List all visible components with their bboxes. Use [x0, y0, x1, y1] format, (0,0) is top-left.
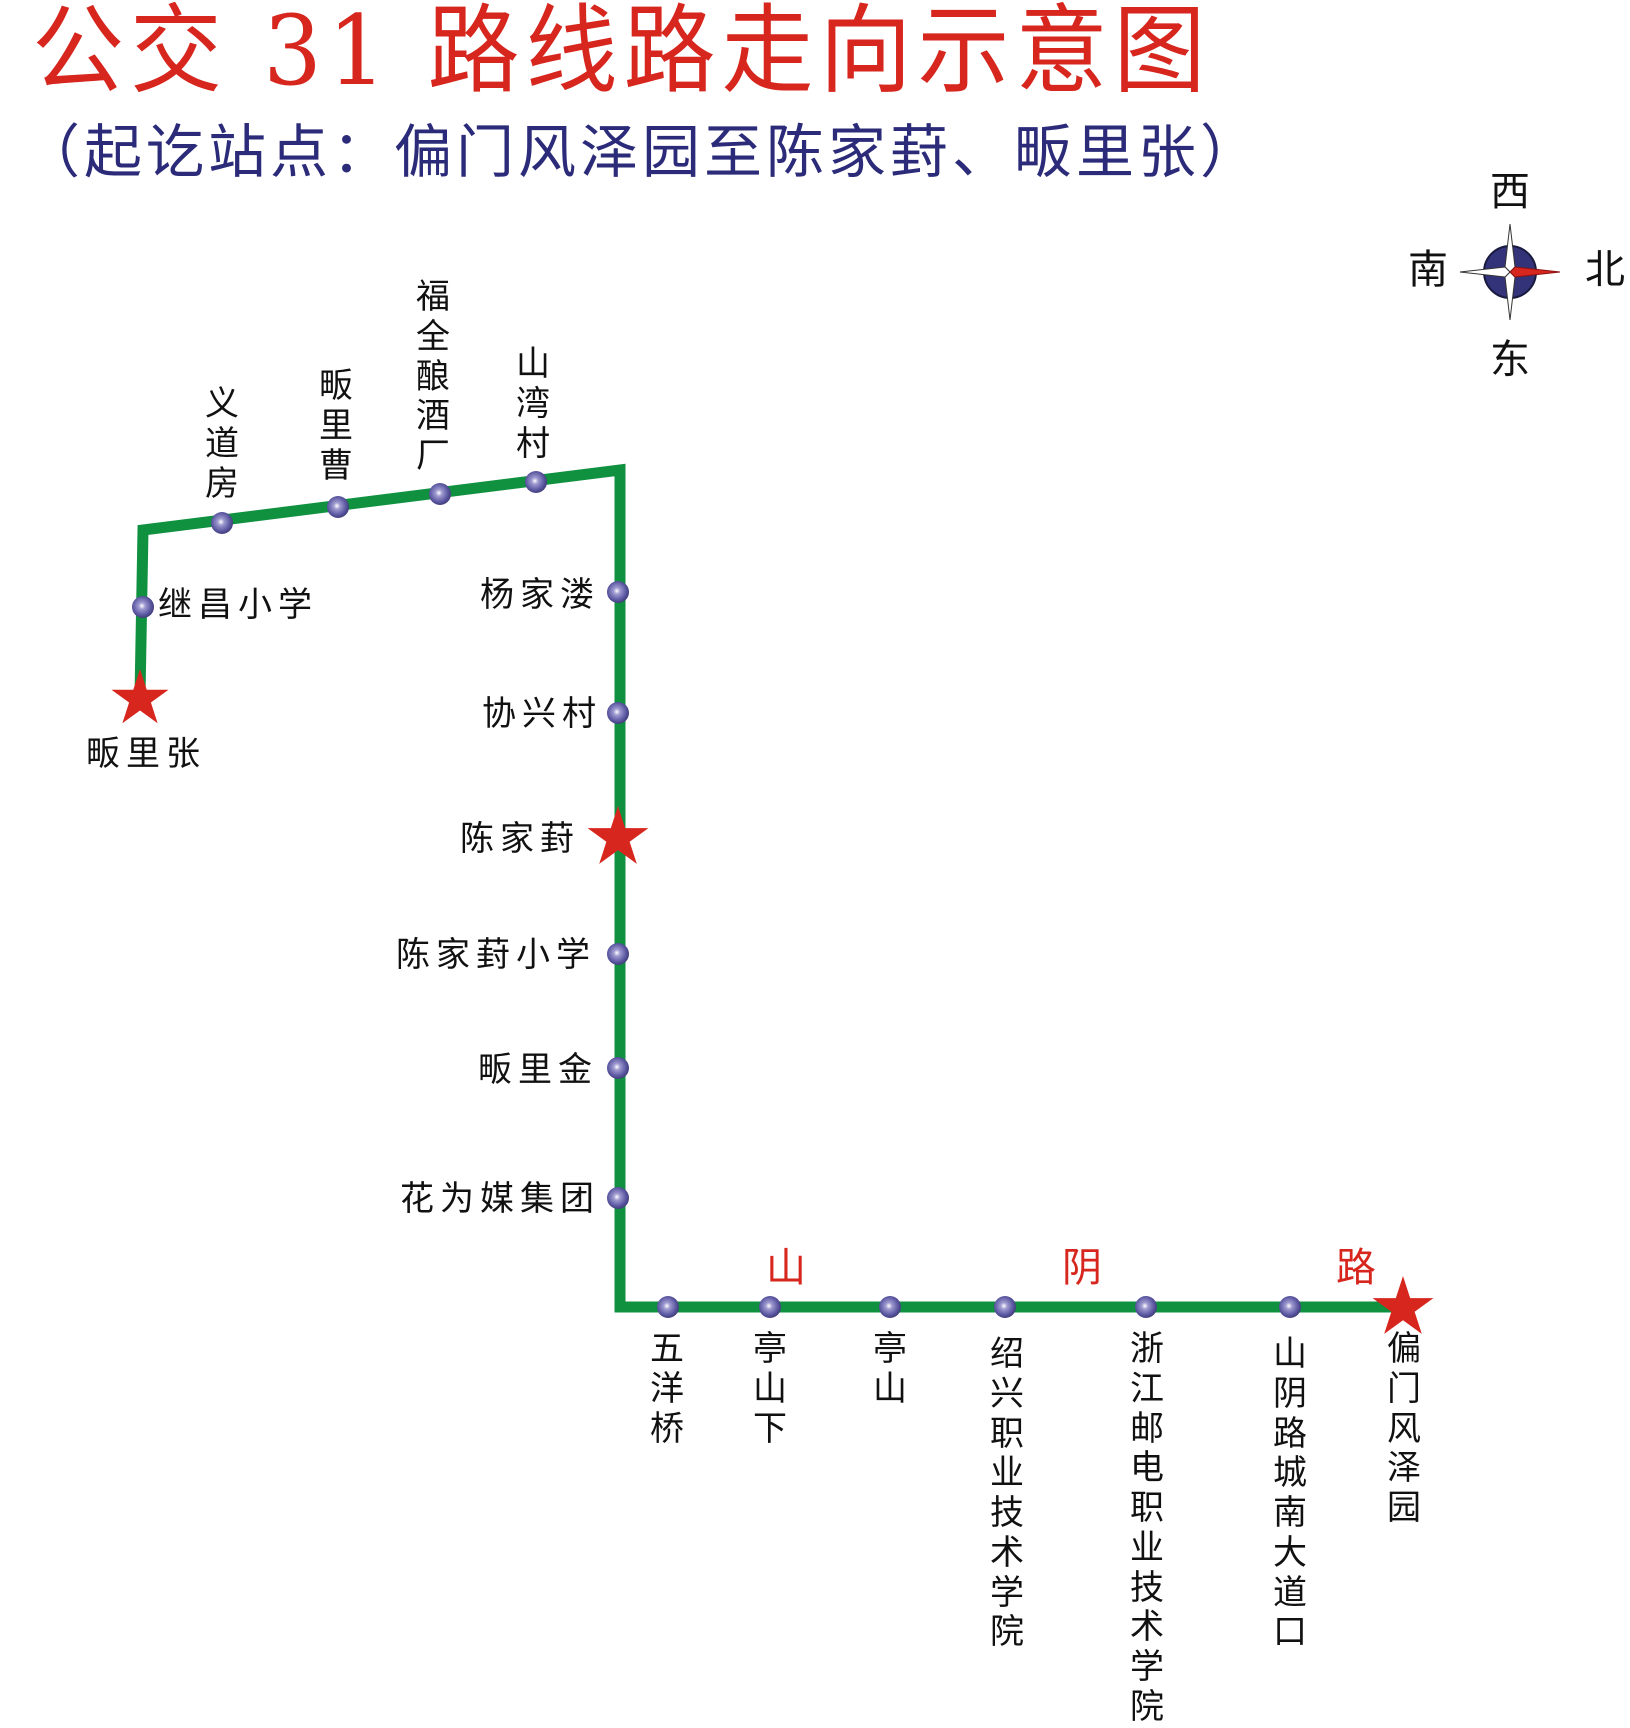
stop-label-fuquan[interactable]: 福全酿酒厂 — [416, 277, 450, 477]
star-icon[interactable] — [111, 669, 169, 724]
stop-dot-chenjiafeng-school[interactable] — [607, 943, 629, 965]
stop-dot-fanlicao[interactable] — [327, 496, 349, 518]
page-subtitle: （起讫站点：偏门风泽园至陈家葑、畈里张） — [22, 118, 1263, 186]
page-title: 公交 31 路线路走向示意图 — [32, 0, 1212, 108]
stop-dot-zhejiang-post[interactable] — [1135, 1296, 1157, 1318]
stop-label-yidaofang[interactable]: 义道房 — [205, 384, 239, 504]
stop-label-chenjiafeng-school[interactable]: 陈家葑小学 — [396, 935, 596, 975]
stop-label-shanyin-chengnan[interactable]: 山阴路城南大道口 — [1273, 1334, 1307, 1653]
compass-rose-icon — [1459, 223, 1561, 321]
stop-label-xiexing[interactable]: 协兴村 — [482, 694, 602, 734]
stop-label-fanlizhang[interactable]: 畈里张 — [86, 734, 206, 774]
star-icon[interactable] — [1372, 1276, 1434, 1334]
route-line — [134, 463, 1400, 1313]
stop-dot-tingshanxia[interactable] — [759, 1296, 781, 1318]
stop-dot-tingshan[interactable] — [879, 1296, 901, 1318]
stop-dot-shanwan[interactable] — [525, 471, 547, 493]
stop-label-tingshanxia[interactable]: 亭山下 — [753, 1329, 787, 1449]
stop-dot-wuyangqiao[interactable] — [657, 1296, 679, 1318]
compass-east-label: 东 — [1490, 337, 1530, 383]
compass-north-label: 北 — [1585, 247, 1625, 293]
stop-dot-yidaofang[interactable] — [211, 512, 233, 534]
stop-label-yangjialou[interactable]: 杨家溇 — [480, 575, 600, 615]
road-name-char: 山 — [766, 1245, 806, 1291]
stop-label-wuyangqiao[interactable]: 五洋桥 — [650, 1329, 684, 1449]
stop-dot-huaweimei[interactable] — [607, 1187, 629, 1209]
stop-label-zhejiang-post[interactable]: 浙江邮电职业技术学院 — [1130, 1329, 1164, 1727]
road-name-char: 阴 — [1062, 1245, 1102, 1291]
stop-label-huaweimei[interactable]: 花为媒集团 — [400, 1179, 600, 1219]
road-name-char: 路 — [1336, 1245, 1376, 1291]
stop-label-fanlijin[interactable]: 畈里金 — [478, 1050, 598, 1090]
stop-label-tingshan[interactable]: 亭 山 — [873, 1329, 941, 1409]
terminal-star-icons — [111, 669, 1434, 1334]
stop-dot-fuquan[interactable] — [429, 483, 451, 505]
stop-label-shanwan[interactable]: 山湾村 — [516, 344, 550, 464]
stop-label-chenjiafeng[interactable]: 陈家葑 — [460, 819, 580, 859]
stop-label-fanlicao[interactable]: 畈里曹 — [319, 366, 353, 486]
stop-dot-xiexing[interactable] — [607, 702, 629, 724]
stop-dot-yangjialou[interactable] — [607, 581, 629, 603]
stop-dot-jichang[interactable] — [132, 596, 154, 618]
stop-markers — [132, 471, 1301, 1318]
stop-label-pianmen[interactable]: 偏门风泽园 — [1387, 1329, 1421, 1529]
compass-south-label: 南 — [1408, 247, 1448, 293]
stop-label-jichang[interactable]: 继昌小学 — [158, 585, 318, 625]
stop-dot-shanyin-chengnan[interactable] — [1279, 1296, 1301, 1318]
stop-label-shaoxing-college[interactable]: 绍兴职业技术学院 — [990, 1334, 1024, 1653]
stop-dot-shaoxing-college[interactable] — [994, 1296, 1016, 1318]
compass-west-label: 西 — [1490, 169, 1530, 215]
star-icon[interactable] — [587, 806, 649, 864]
stop-dot-fanlijin[interactable] — [607, 1057, 629, 1079]
